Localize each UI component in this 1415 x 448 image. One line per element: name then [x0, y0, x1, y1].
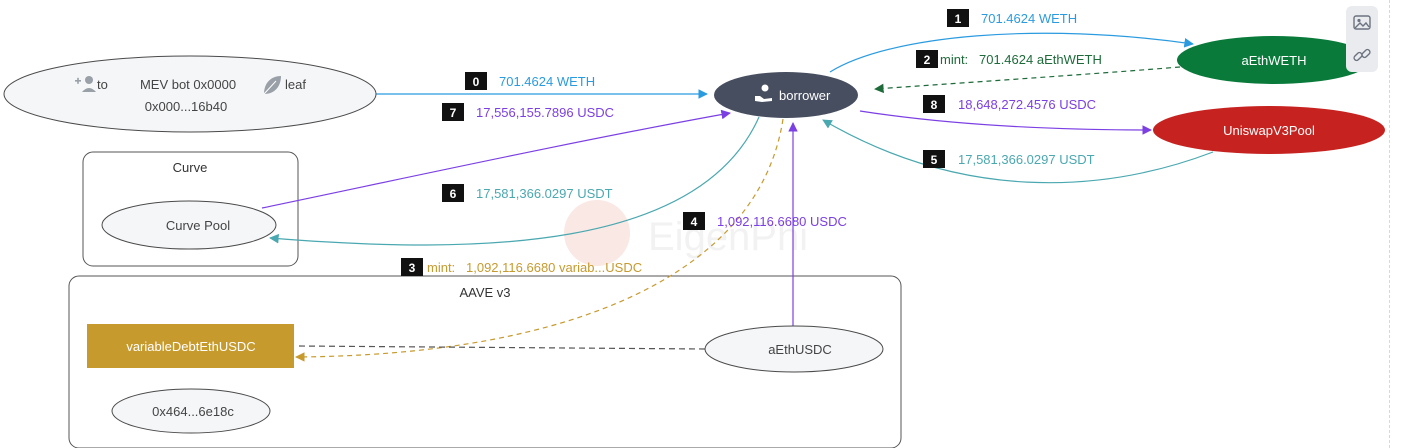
uniswap-label: UniswapV3Pool: [1223, 123, 1315, 138]
node-mev-bot[interactable]: to MEV bot 0x0000 leaf 0x000...16b40: [3, 55, 377, 133]
step-badge-6: 6: [450, 187, 457, 201]
watermark-text: EigenPhi: [648, 215, 808, 259]
edge-label-4: 4 1,092,116.6680 USDC: [683, 212, 847, 230]
aave-cluster-title: AAVE v3: [459, 285, 510, 300]
mev-bot-leaf-label: leaf: [285, 77, 306, 92]
step-badge-5: 5: [931, 153, 938, 167]
edge-3[interactable]: [295, 118, 784, 362]
edge-1[interactable]: [829, 32, 1194, 73]
edge-6[interactable]: [269, 116, 760, 246]
step-badge-4: 4: [691, 215, 698, 229]
add-user-icon: [75, 76, 96, 92]
mev-bot-name: MEV bot 0x0000: [140, 77, 236, 92]
edge-7[interactable]: [261, 109, 731, 209]
mev-bot-to-label: to: [97, 77, 108, 92]
edge-label-3: 3 mint: 1,092,116.6680 variab...USDC: [401, 258, 642, 276]
edge-0-text: 701.4624 WETH: [499, 74, 595, 89]
addr-0x464-label: 0x464...6e18c: [152, 404, 234, 419]
variable-debt-label: variableDebtEthUSDC: [126, 339, 255, 354]
aave-cluster: AAVE v3: [68, 275, 902, 448]
step-badge-7: 7: [450, 106, 457, 120]
node-curve-pool[interactable]: Curve Pool: [101, 200, 277, 250]
node-variable-debt[interactable]: variableDebtEthUSDC: [87, 324, 294, 368]
curve-pool-label: Curve Pool: [166, 218, 230, 233]
step-badge-1: 1: [955, 12, 962, 26]
mev-bot-address: 0x000...16b40: [145, 99, 227, 114]
edge-5[interactable]: [822, 119, 1214, 184]
panel-border: [1389, 0, 1390, 448]
step-badge-8: 8: [931, 98, 938, 112]
edge-aethusdc-debt[interactable]: [296, 345, 706, 350]
node-0x464[interactable]: 0x464...6e18c: [111, 388, 271, 434]
step-badge-0: 0: [473, 75, 480, 89]
edge-label-7: 7 17,556,155.7896 USDC: [442, 103, 614, 121]
diagram-toolbar: [1346, 6, 1378, 72]
borrower-hand-coin-icon: [755, 84, 772, 102]
edge-label-2: 2 mint: 701.4624 aEthWETH: [916, 50, 1102, 68]
leaf-icon: [263, 76, 281, 95]
edges: [261, 32, 1214, 362]
curve-cluster: Curve: [82, 151, 299, 267]
edge-8[interactable]: [859, 110, 1152, 135]
edge-label-6: 6 17,581,366.0297 USDT: [442, 184, 613, 202]
edge-4-text: 1,092,116.6680 USDC: [717, 214, 847, 229]
step-badge-3: 3: [409, 261, 416, 275]
edge-label-1: 1 701.4624 WETH: [947, 9, 1077, 27]
edge-5-text: 17,581,366.0297 USDT: [958, 152, 1095, 167]
step-badge-2: 2: [924, 53, 931, 67]
edge-6-text: 17,581,366.0297 USDT: [476, 186, 613, 201]
aethweth-label: aEthWETH: [1241, 53, 1306, 68]
edge-label-5: 5 17,581,366.0297 USDT: [923, 150, 1095, 168]
share-link-button[interactable]: [1350, 43, 1374, 67]
edge-2-text: mint: 701.4624 aEthWETH: [940, 52, 1102, 67]
link-icon: [1353, 48, 1371, 62]
watermark: EigenPhi: [564, 200, 808, 266]
edge-label-8: 8 18,648,272.4576 USDC: [923, 95, 1096, 113]
edge-label-0: 0 701.4624 WETH: [465, 72, 595, 90]
borrower-label: borrower: [779, 88, 831, 103]
node-aethusdc[interactable]: aEthUSDC: [704, 325, 884, 373]
image-export-button[interactable]: [1350, 11, 1374, 35]
node-borrower[interactable]: borrower: [714, 72, 858, 118]
aethusdc-label: aEthUSDC: [768, 342, 832, 357]
edge-8-text: 18,648,272.4576 USDC: [958, 97, 1096, 112]
edge-1-text: 701.4624 WETH: [981, 11, 1077, 26]
edge-2[interactable]: [874, 66, 1181, 94]
curve-cluster-title: Curve: [173, 160, 208, 175]
node-aethweth[interactable]: aEthWETH: [1177, 36, 1371, 84]
node-uniswap[interactable]: UniswapV3Pool: [1153, 106, 1385, 154]
edge-7-text: 17,556,155.7896 USDC: [476, 105, 614, 120]
image-icon: [1353, 15, 1371, 30]
edge-3-text: mint: 1,092,116.6680 variab...USDC: [427, 260, 642, 275]
